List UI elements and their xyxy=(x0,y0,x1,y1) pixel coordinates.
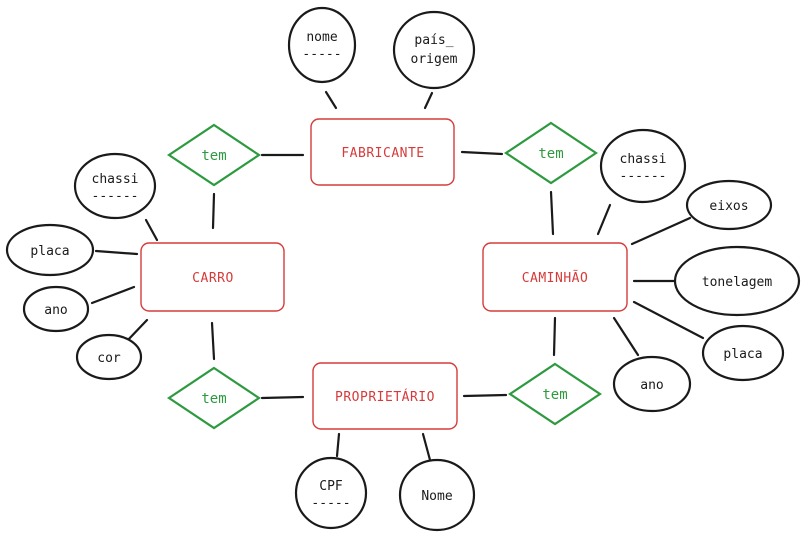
attribute-fabricante-pais-origem-line2: origem xyxy=(411,52,458,67)
edge-rel-caminhao-caminhao xyxy=(549,190,555,236)
attribute-carro-chassi-underline: ------ xyxy=(92,189,139,204)
edge-carro-ano xyxy=(90,285,136,305)
edge-carro-cor xyxy=(125,318,149,343)
edge-caminhao-rel-proprietario xyxy=(552,316,557,357)
entity-carro[interactable]: CARRO xyxy=(140,242,285,312)
edge-fabricante-rel-caminhao xyxy=(460,150,504,156)
attribute-proprietario-cpf-label: CPF xyxy=(319,479,343,494)
attribute-caminhao-ano-label: ano xyxy=(640,378,663,393)
attribute-fabricante-pais-origem-line1: país_ xyxy=(414,33,453,48)
edge-proprietario-rel-caminhao xyxy=(462,393,508,398)
attribute-caminhao-eixos[interactable]: eixos xyxy=(685,179,773,231)
entity-proprietario[interactable]: PROPRIETÁRIO xyxy=(312,362,458,430)
attribute-caminhao-chassi[interactable]: chassi ------ xyxy=(599,128,687,204)
entity-proprietario-box xyxy=(312,362,458,430)
entity-carro-label: CARRO xyxy=(192,271,234,286)
attribute-caminhao-tonelagem-label: tonelagem xyxy=(702,275,773,290)
edge-caminhao-chassi xyxy=(596,203,612,236)
attribute-fabricante-nome-oval xyxy=(287,6,357,84)
attribute-carro-placa-label: placa xyxy=(30,244,69,259)
attribute-caminhao-eixos-oval xyxy=(685,179,773,231)
attribute-proprietario-cpf[interactable]: CPF ----- xyxy=(294,456,368,530)
relationship-carro-proprietario-diamond xyxy=(167,366,261,430)
attribute-proprietario-cpf-underline: ----- xyxy=(311,496,350,511)
attribute-fabricante-pais-origem[interactable]: país_ origem xyxy=(392,10,476,90)
entity-proprietario-label: PROPRIETÁRIO xyxy=(335,389,435,405)
entity-caminhao-label: CAMINHÃO xyxy=(522,270,589,286)
entity-caminhao[interactable]: CAMINHÃO xyxy=(482,242,628,312)
relationship-caminhao-proprietario-label: tem xyxy=(542,387,567,403)
attribute-carro-placa-oval xyxy=(5,223,95,277)
entity-caminhao-box xyxy=(482,242,628,312)
attribute-caminhao-eixos-label: eixos xyxy=(709,199,748,214)
attribute-caminhao-chassi-underline: ------ xyxy=(620,169,667,184)
relationship-caminhao-proprietario[interactable]: tem xyxy=(508,362,602,426)
attribute-carro-cor[interactable]: cor xyxy=(75,333,143,381)
attribute-carro-chassi[interactable]: chassi ------ xyxy=(73,152,157,220)
edge-caminhao-ano xyxy=(612,316,640,357)
relationship-fabricante-carro-label: tem xyxy=(201,148,226,164)
attribute-caminhao-ano[interactable]: ano xyxy=(612,355,692,413)
relationship-fabricante-caminhao-diamond xyxy=(504,121,598,185)
attribute-caminhao-tonelagem-oval xyxy=(673,245,801,317)
attribute-carro-chassi-label: chassi xyxy=(92,172,139,187)
attribute-caminhao-tonelagem[interactable]: tonelagem xyxy=(673,245,801,317)
attribute-proprietario-nome-oval xyxy=(398,458,476,532)
edge-carro-chassi xyxy=(144,218,159,242)
attribute-carro-ano-label: ano xyxy=(44,303,67,318)
relationship-fabricante-caminhao[interactable]: tem xyxy=(504,121,598,185)
entity-fabricante-box xyxy=(310,118,455,186)
connectors xyxy=(90,90,705,462)
attribute-carro-ano-oval xyxy=(22,285,90,333)
edge-caminhao-placa xyxy=(632,300,705,340)
edge-fabricante-pais-origem xyxy=(423,91,434,110)
entity-fabricante-label: FABRICANTE xyxy=(341,146,424,161)
attribute-carro-ano[interactable]: ano xyxy=(22,285,90,333)
attribute-caminhao-chassi-label: chassi xyxy=(620,152,667,167)
attribute-proprietario-nome-label: Nome xyxy=(421,489,452,504)
relationship-fabricante-carro[interactable]: tem xyxy=(167,123,261,187)
edge-fabricante-nome xyxy=(324,90,338,110)
attribute-fabricante-pais-origem-oval xyxy=(392,10,476,90)
entity-carro-box xyxy=(140,242,285,312)
relationship-fabricante-caminhao-label: tem xyxy=(538,146,563,162)
edge-caminhao-eixos xyxy=(630,216,692,246)
relationship-caminhao-proprietario-diamond xyxy=(508,362,602,426)
attribute-proprietario-nome[interactable]: Nome xyxy=(398,458,476,532)
edge-rel-carro-carro xyxy=(211,192,216,230)
edge-proprietario-cpf xyxy=(335,432,341,458)
relationship-carro-proprietario[interactable]: tem xyxy=(167,366,261,430)
attribute-proprietario-cpf-oval xyxy=(294,456,368,530)
entity-fabricante[interactable]: FABRICANTE xyxy=(310,118,455,186)
attribute-fabricante-nome-label: nome xyxy=(306,30,337,45)
edge-proprietario-nome xyxy=(421,432,432,462)
attribute-caminhao-chassi-oval xyxy=(599,128,687,204)
edge-carro-placa xyxy=(94,249,139,256)
attribute-fabricante-nome[interactable]: nome ----- xyxy=(287,6,357,84)
relationship-carro-proprietario-label: tem xyxy=(201,391,226,407)
attribute-caminhao-placa[interactable]: placa xyxy=(701,324,785,382)
attribute-carro-placa[interactable]: placa xyxy=(5,223,95,277)
attribute-carro-cor-label: cor xyxy=(97,351,121,366)
attribute-carro-chassi-oval xyxy=(73,152,157,220)
attribute-caminhao-placa-oval xyxy=(701,324,785,382)
attribute-caminhao-placa-label: placa xyxy=(723,347,762,362)
relationship-fabricante-carro-diamond xyxy=(167,123,261,187)
edge-rel-carro-proprietario xyxy=(260,395,305,400)
attribute-carro-cor-oval xyxy=(75,333,143,381)
edge-carro-rel-proprietario xyxy=(210,321,216,361)
attribute-caminhao-ano-oval xyxy=(612,355,692,413)
attribute-fabricante-nome-underline: ----- xyxy=(302,47,341,62)
